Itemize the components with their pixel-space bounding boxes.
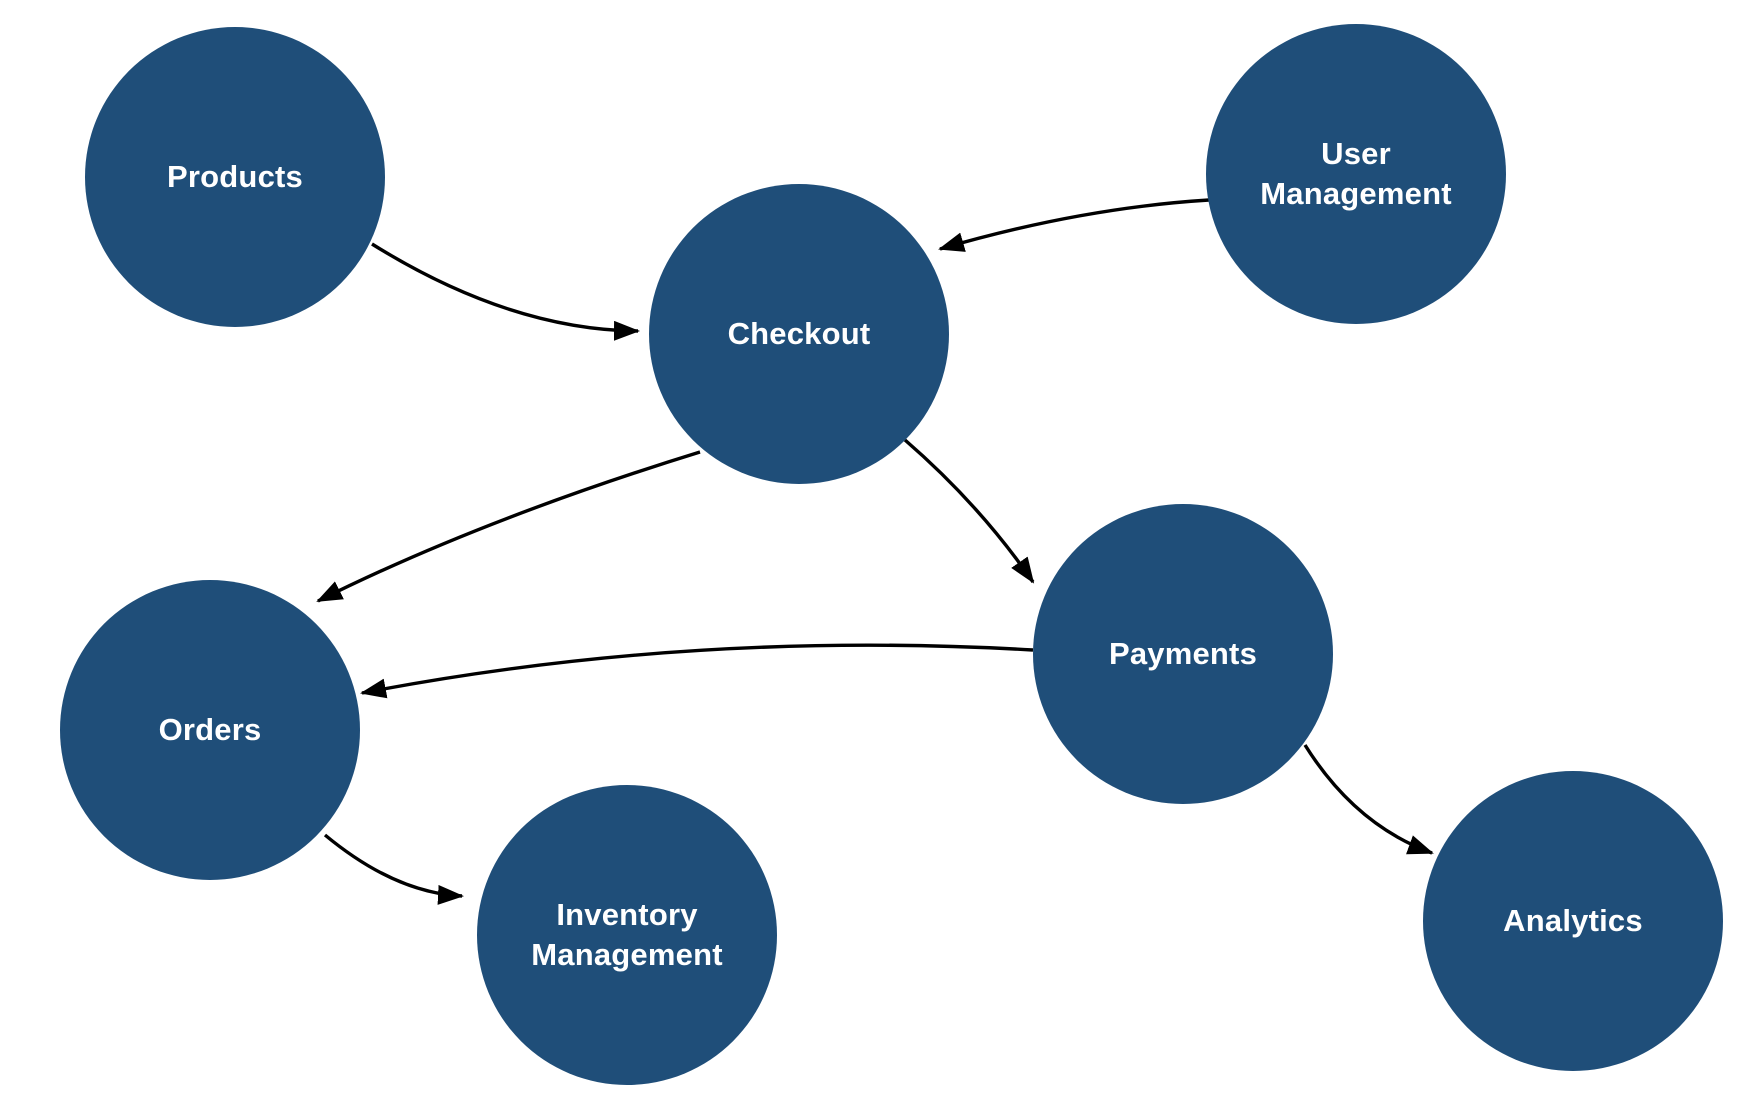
edge-user-management-to-checkout [938, 198, 1210, 252]
edge-orders-to-inventory [323, 833, 464, 905]
node-checkout[interactable]: Checkout [649, 184, 949, 484]
node-analytics-label: Analytics [1503, 903, 1643, 939]
node-inventory-management[interactable]: Inventory Management [477, 785, 777, 1085]
node-orders[interactable]: Orders [60, 580, 360, 880]
node-user-management-label: User Management [1260, 136, 1452, 211]
node-inventory-management-label: Inventory Management [531, 897, 723, 972]
edge-payments-to-orders [360, 643, 1034, 699]
node-user-management[interactable]: User Management [1206, 24, 1506, 324]
edge-checkout-to-orders [316, 450, 701, 603]
node-products-label: Products [167, 159, 303, 195]
node-payments[interactable]: Payments [1033, 504, 1333, 804]
node-products[interactable]: Products [85, 27, 385, 327]
node-orders-label: Orders [158, 712, 262, 748]
edge-payments-to-analytics [1303, 744, 1434, 855]
edge-products-to-checkout [371, 242, 640, 341]
node-checkout-label: Checkout [727, 316, 871, 352]
node-payments-label: Payments [1108, 636, 1258, 672]
edge-checkout-to-payments [903, 438, 1035, 584]
node-analytics[interactable]: Analytics [1423, 771, 1723, 1071]
